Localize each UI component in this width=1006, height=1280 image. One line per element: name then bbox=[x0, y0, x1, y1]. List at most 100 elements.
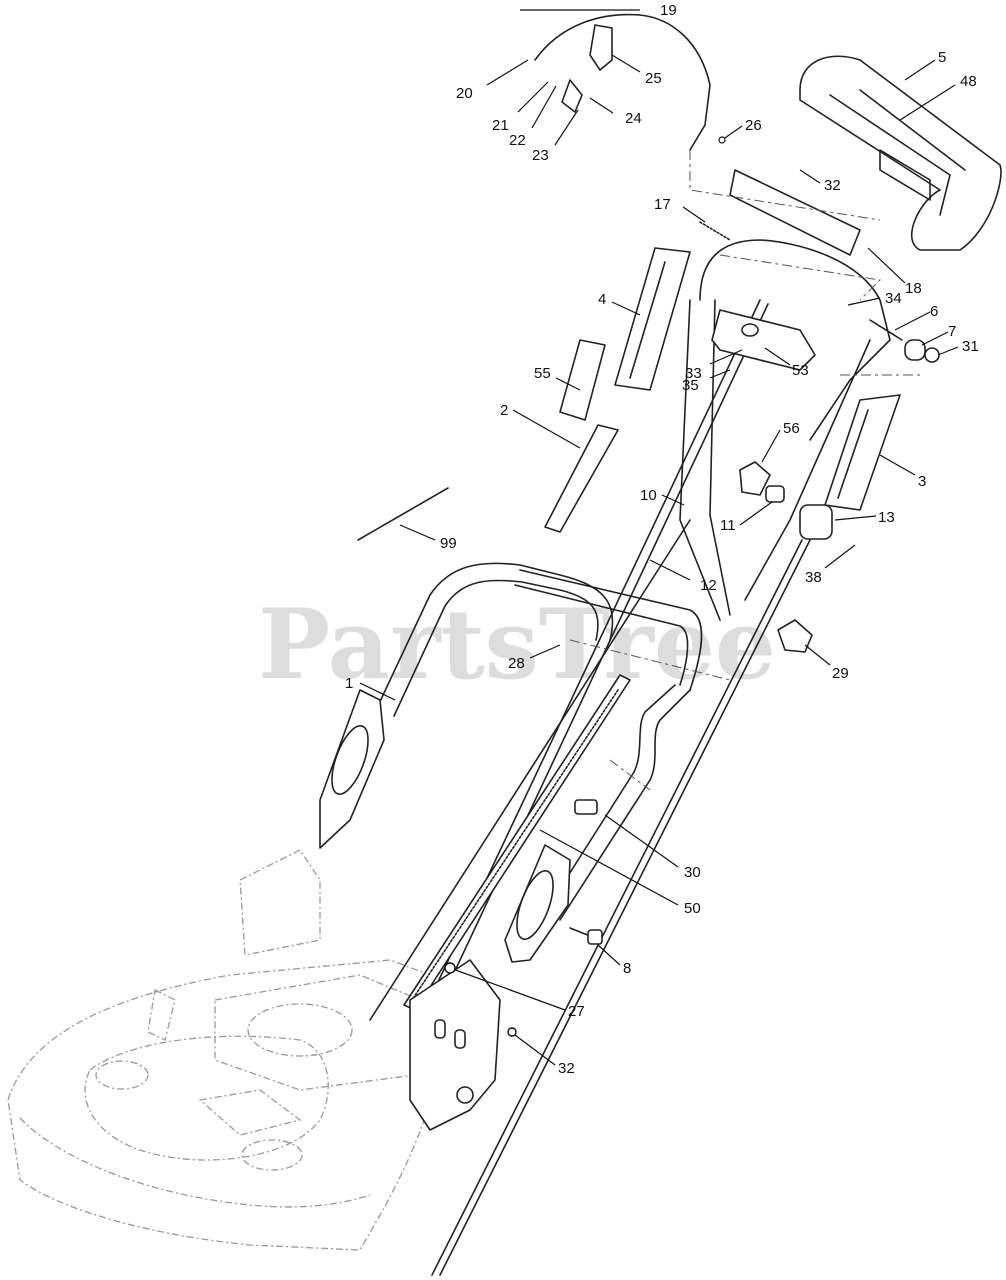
leader-25 bbox=[611, 54, 641, 73]
hidden-lines bbox=[569, 150, 920, 791]
callout-7: 7 bbox=[948, 323, 956, 340]
leader-33 bbox=[709, 349, 743, 365]
leader-35 bbox=[709, 369, 731, 379]
clamp-part-13 bbox=[799, 504, 833, 540]
callout-4: 4 bbox=[598, 291, 606, 308]
callout-22: 22 bbox=[509, 132, 526, 149]
callout-11: 11 bbox=[720, 517, 736, 534]
knob-part-56 bbox=[739, 461, 771, 496]
callout-12: 12 bbox=[700, 577, 717, 594]
leader-23 bbox=[554, 109, 579, 146]
callout-99: 99 bbox=[440, 535, 457, 552]
callout-24: 24 bbox=[625, 110, 642, 127]
leader-31 bbox=[937, 346, 959, 356]
callout-31: 31 bbox=[962, 338, 979, 355]
control-cables bbox=[369, 299, 811, 1276]
leader-22 bbox=[531, 85, 557, 129]
handle-clip-33 bbox=[711, 309, 816, 371]
leader-34 bbox=[847, 297, 881, 306]
callout-18: 18 bbox=[905, 280, 922, 297]
callout-20: 20 bbox=[456, 85, 473, 102]
callout-23: 23 bbox=[532, 147, 549, 164]
callout-56: 56 bbox=[783, 420, 800, 437]
leader-32a bbox=[799, 169, 821, 184]
leader-lines bbox=[359, 9, 959, 1066]
leader-28 bbox=[529, 644, 561, 659]
leader-32b bbox=[514, 1034, 556, 1066]
left-handle-bracket bbox=[319, 689, 385, 849]
callout-32a: 32 bbox=[824, 177, 841, 194]
callout-17: 17 bbox=[654, 196, 671, 213]
lower-handle bbox=[347, 562, 703, 921]
leader-8 bbox=[597, 944, 621, 966]
leader-4 bbox=[611, 301, 641, 316]
bail-lever bbox=[534, 13, 711, 151]
callout-30: 30 bbox=[684, 864, 701, 881]
leader-2 bbox=[512, 409, 581, 449]
side-plate bbox=[409, 959, 501, 1131]
hardware-part-11 bbox=[765, 485, 785, 503]
leader-11 bbox=[739, 501, 773, 526]
marker-32b bbox=[507, 1027, 517, 1037]
callout-55: 55 bbox=[534, 365, 551, 382]
callout-1: 1 bbox=[345, 675, 353, 692]
leader-29 bbox=[804, 644, 831, 666]
leader-53 bbox=[764, 347, 791, 366]
tube-part-2 bbox=[544, 424, 619, 533]
callout-32b: 32 bbox=[558, 1060, 575, 1077]
leader-56 bbox=[761, 429, 781, 463]
callout-50: 50 bbox=[684, 900, 701, 917]
tie-part-99 bbox=[357, 487, 449, 541]
leader-55 bbox=[555, 377, 581, 391]
spring-part-17 bbox=[699, 221, 731, 241]
leader-12 bbox=[649, 559, 691, 581]
watermark-text: PartsTree bbox=[258, 588, 776, 701]
cover-part-3 bbox=[824, 394, 901, 511]
leader-5 bbox=[904, 59, 936, 81]
leader-99 bbox=[399, 524, 436, 541]
knob-part-29 bbox=[777, 619, 813, 653]
callout-13: 13 bbox=[878, 509, 895, 526]
callout-33: 33 bbox=[685, 365, 702, 382]
callout-2: 2 bbox=[500, 402, 508, 419]
leader-6 bbox=[894, 311, 931, 331]
callout-5: 5 bbox=[938, 49, 946, 66]
leader-30 bbox=[604, 814, 679, 868]
callout-34: 34 bbox=[885, 290, 902, 307]
callout-28: 28 bbox=[508, 655, 525, 672]
leader-7 bbox=[921, 331, 949, 346]
callout-8: 8 bbox=[623, 960, 631, 977]
callout-25: 25 bbox=[645, 70, 662, 87]
handle-grip bbox=[799, 55, 1002, 251]
bolt-part-8 bbox=[569, 927, 603, 945]
callout-26: 26 bbox=[745, 117, 762, 134]
marker-27 bbox=[444, 962, 456, 974]
callout-38: 38 bbox=[805, 569, 822, 586]
leader-24 bbox=[589, 97, 614, 114]
callout-29: 29 bbox=[832, 665, 849, 682]
callout-markers bbox=[444, 136, 726, 1037]
hardware-part-7 bbox=[904, 339, 926, 361]
leader-48 bbox=[899, 84, 956, 121]
leader-38 bbox=[824, 544, 856, 569]
leader-13 bbox=[834, 515, 877, 521]
leader-20 bbox=[486, 59, 529, 86]
marker-26 bbox=[718, 136, 726, 144]
callout-19: 19 bbox=[660, 2, 677, 19]
leader-17 bbox=[682, 206, 706, 223]
leader-27 bbox=[449, 967, 566, 1011]
leader-18 bbox=[867, 247, 906, 284]
callout-27: 27 bbox=[568, 1003, 585, 1020]
hardware-part-31 bbox=[924, 347, 940, 363]
leader-26 bbox=[721, 125, 743, 141]
callout-53: 53 bbox=[792, 362, 809, 379]
leader-3 bbox=[879, 454, 916, 476]
right-handle-bracket bbox=[504, 844, 571, 963]
leader-1 bbox=[359, 682, 396, 701]
callout-6: 6 bbox=[930, 303, 938, 320]
cover-part-4 bbox=[614, 247, 691, 391]
leader-21 bbox=[517, 81, 549, 113]
mower-deck-ghost bbox=[7, 849, 441, 1251]
upper-handle bbox=[679, 239, 891, 621]
